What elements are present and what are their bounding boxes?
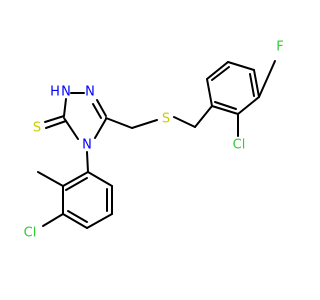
bond-n1-c3: [63, 98, 67, 117]
bond-p2-methyl: [37, 171, 64, 187]
bond-p1-p2-inner: [65, 177, 88, 191]
atom-h1: H: [50, 85, 60, 100]
bond-b6-b1: [211, 105, 239, 115]
molecule-structure: N H N N S S F Cl Cl: [24, 40, 284, 241]
atom-n4: N: [82, 138, 92, 153]
atom-s-thione: S: [33, 121, 41, 136]
atom-labels: N H N N S S F Cl Cl: [24, 40, 284, 241]
bond-b6-b1-inner: [214, 101, 237, 110]
bond-p1-p2: [62, 171, 89, 187]
bond-ch2-aryl: [194, 105, 213, 128]
bond-b4-b5: [253, 69, 260, 98]
bond-p3-cl: [42, 213, 64, 227]
atom-s-thioether: S: [162, 112, 170, 127]
bond-s-ch2: [173, 116, 196, 128]
bond-n4-aryl: [86, 151, 89, 173]
bond-b4-b5-inner: [249, 73, 255, 97]
atom-n2: N: [85, 85, 95, 100]
bond-p3-p4: [62, 213, 88, 229]
atom-cl-benzyl: Cl: [233, 138, 246, 153]
bond-c5-ch2: [105, 117, 133, 129]
bond-p4-p5: [86, 213, 113, 229]
bond-p3-p4-inner: [67, 210, 88, 223]
bond-c3-s-double-1: [44, 115, 65, 123]
bond-c5-n2-inner: [92, 103, 102, 119]
bond-c5-n2: [96, 99, 107, 117]
bond-b3-b4: [227, 61, 255, 71]
bond-b5-b6: [237, 96, 260, 115]
bond-b1-b2: [206, 78, 213, 107]
bond-p6-p1: [87, 171, 113, 187]
atom-n1: N: [61, 85, 71, 100]
atom-f: F: [276, 40, 283, 55]
bond-b2-b3: [206, 61, 229, 80]
bond-b2-b3-inner: [211, 66, 230, 81]
bonds: [37, 60, 276, 229]
bond-b5-f: [258, 60, 276, 98]
atom-cl-phenyl: Cl: [24, 226, 37, 241]
bond-c3-s-double-2: [45, 120, 67, 129]
bond-ch2-s: [131, 119, 158, 129]
molecule-canvas: N H N N S S F Cl Cl: [24, 40, 284, 241]
bond-n4-c5: [94, 118, 107, 139]
